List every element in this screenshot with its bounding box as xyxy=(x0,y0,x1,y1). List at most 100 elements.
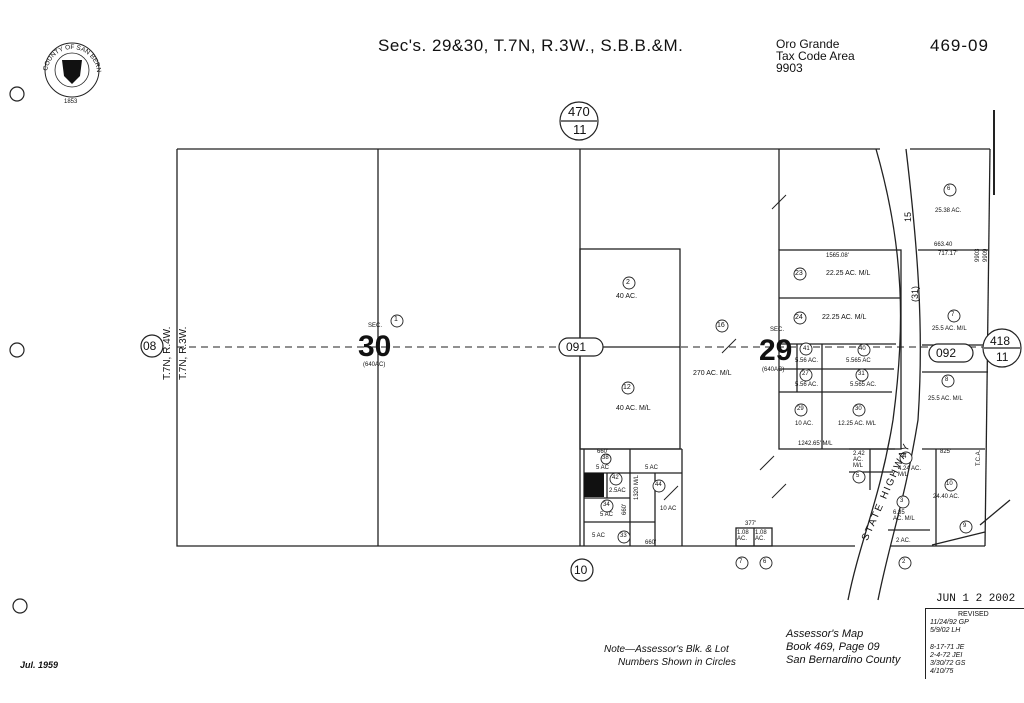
dimension-label: 825' xyxy=(940,449,952,455)
parcel-number: 30 xyxy=(855,406,862,412)
dimension-label: 1565.08' xyxy=(826,253,849,259)
note-line: Numbers Shown in Circles xyxy=(618,657,736,668)
parcel-number: 27 xyxy=(802,371,809,377)
book-line: Assessor's Map xyxy=(786,628,864,640)
adjacent-left: 08 xyxy=(143,339,157,353)
revision-title: REVISED xyxy=(958,611,989,618)
parcel-area: 22.25 AC. M/L xyxy=(826,270,871,277)
parcel-area: 1.08 AC. xyxy=(737,530,749,542)
binder-hole xyxy=(9,86,25,102)
dimension-label: 1320 M/L xyxy=(634,474,640,500)
parcel-number: 4 xyxy=(903,454,907,460)
parcel-number: 40 xyxy=(859,346,866,352)
section-boundaries xyxy=(176,110,1011,601)
parcel-area: 12.25 AC. M/L xyxy=(838,421,877,427)
parcel-area: 5 AC xyxy=(596,465,610,471)
original-date: Jul. 1959 xyxy=(20,660,59,670)
revision-entry: 3/30/72 GS xyxy=(930,660,966,668)
adjacent-right-book: 418 xyxy=(990,334,1011,348)
dimension-label: 663.40 xyxy=(934,242,953,248)
parcel-number: 6 xyxy=(763,559,767,565)
parcel-area: 5 AC xyxy=(592,533,606,539)
route-label-secondary: (31) xyxy=(910,285,920,302)
tax-code-line: 9903 xyxy=(776,61,803,75)
dimension-label: 660' xyxy=(622,503,628,515)
revision-entry: 2-4-72 JEI xyxy=(930,651,963,659)
parcel-number: 23 xyxy=(795,270,803,277)
county-seal: COUNTY OF SAN BERNARDINO 1853 xyxy=(0,0,102,105)
book-line: San Bernardino County xyxy=(786,654,901,666)
parcel-area: 25.38 AC. xyxy=(935,208,962,214)
tax-code-line: Tax Code Area xyxy=(776,49,855,63)
parcel-area: 2 AC. xyxy=(896,538,911,544)
section-30-parcel: 1 xyxy=(394,316,398,323)
section-29-number: 29 xyxy=(759,334,793,367)
parcel-number: 12 xyxy=(623,384,631,391)
revision-list: 11/24/92 GP 5/9/02 LH 8-17-71 JE 2-4-72 … xyxy=(930,619,969,677)
received-stamp: JUN 1 2 2002 xyxy=(936,593,1016,605)
block-092: 092 xyxy=(936,346,957,360)
parcel-number: 2 xyxy=(902,559,906,565)
dimension-label: 9909 xyxy=(983,248,989,262)
parcel-area: 5.565 AC. xyxy=(850,382,877,388)
parcel-number: 44 xyxy=(655,482,662,488)
route-label: 15 xyxy=(903,211,913,222)
note-line: Note—Assessor's Blk. & Lot xyxy=(604,644,729,655)
parcel-area: 5 AC xyxy=(600,512,614,518)
parcel-number: 16 xyxy=(717,322,725,329)
parcel-area: 4.24 AC. M/L xyxy=(898,466,922,478)
dimension-label: 660' xyxy=(597,449,609,455)
dimension-label: 9903 xyxy=(975,248,981,262)
revision-entry: 5/9/02 LH xyxy=(930,627,961,635)
parcel-number: 3 xyxy=(900,498,904,504)
adjacent-top-page: 11 xyxy=(573,122,587,137)
revision-entry: 4/10/75 xyxy=(930,668,954,676)
block-091: 091 xyxy=(566,340,587,354)
parcel-area: 5.56 AC. xyxy=(795,382,819,388)
parcel-area: 10 AC xyxy=(660,506,677,512)
dimension-label: 1242.65' M/L xyxy=(798,441,833,447)
parcel-circles xyxy=(390,183,973,570)
section-30-number: 30 xyxy=(358,330,392,363)
parcel-area: 25.5 AC. M/L xyxy=(928,396,963,402)
parcel-area: 5 AC xyxy=(645,465,659,471)
township-label-west: T.7N, R.4W. xyxy=(162,326,173,380)
parcel-area: 24.40 AC. xyxy=(933,494,960,500)
parcel-number: 43 xyxy=(611,475,618,481)
adjacent-top-book: 470 xyxy=(568,104,590,119)
parcel-area: 40 AC. M/L xyxy=(616,405,651,412)
parcel-area: 10 AC. xyxy=(795,421,814,427)
parcel-number: 34 xyxy=(603,502,610,508)
parcel-area: 2.42 AC. M/L xyxy=(853,451,865,469)
tax-code-line: Oro Grande xyxy=(776,37,840,51)
section-30-area: (640AC) xyxy=(363,362,386,368)
parcel-number: 29 xyxy=(797,406,804,412)
parcel-number: 7 xyxy=(951,312,955,318)
parcel-area: 22.25 AC. M/L xyxy=(822,314,867,321)
binder-hole xyxy=(12,598,28,614)
parcel-number: 7 xyxy=(739,559,743,565)
revision-box xyxy=(925,608,1024,679)
hatch-marks xyxy=(663,194,787,501)
parcel-number: 38 xyxy=(602,455,609,461)
tax-code-area: Oro Grande Tax Code Area 9903 xyxy=(776,38,855,74)
parcel-area: 6.85 AC. M/L xyxy=(893,510,915,522)
map-number: 469-09 xyxy=(930,36,989,55)
section-29-area: (640AC) xyxy=(762,367,785,373)
dimension-label: 377' xyxy=(745,521,757,527)
adjacent-bottom: 10 xyxy=(574,563,588,577)
tca-label: T.C.A. xyxy=(976,449,982,466)
parcel-number: 31 xyxy=(858,371,865,377)
section-30-prefix: SEC. xyxy=(368,323,383,329)
section-29-prefix: SEC. xyxy=(770,327,785,333)
dimension-label: 660' xyxy=(645,540,657,546)
parcel-area: 1.08 AC. xyxy=(755,530,767,542)
adjacent-right-page: 11 xyxy=(996,350,1009,364)
book-line: Book 469, Page 09 xyxy=(786,641,880,653)
parcel-number: 42 xyxy=(612,475,619,481)
parcel-number: 33 xyxy=(620,533,627,539)
parcel-number: 24 xyxy=(795,314,803,321)
parcel-number: 8 xyxy=(945,377,949,383)
parcel-area: 5.56 AC. xyxy=(795,358,819,364)
